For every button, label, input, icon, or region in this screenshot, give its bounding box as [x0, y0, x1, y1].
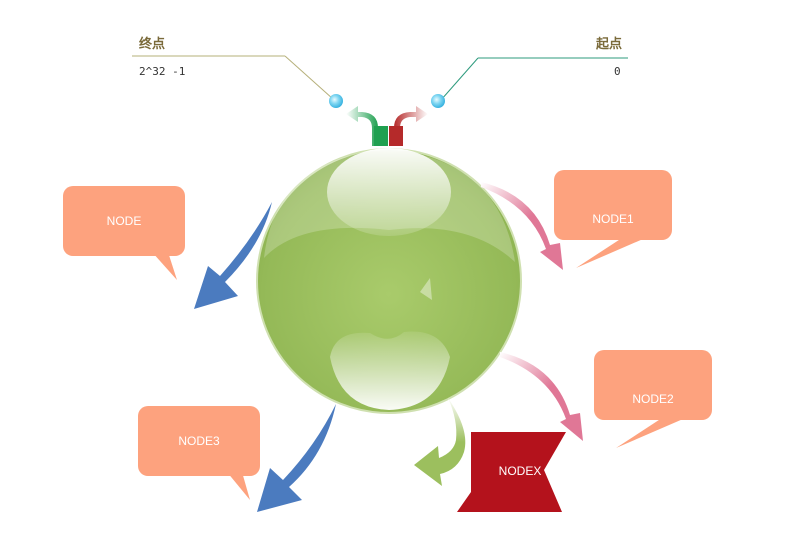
green-top-arrow — [346, 106, 388, 146]
node2-label: NODE2 — [632, 392, 674, 406]
green-arrow-to-nodex — [414, 398, 466, 486]
callout-node3 — [138, 406, 260, 500]
hash-ring-sphere — [256, 148, 522, 414]
start-point-marker — [431, 94, 445, 108]
end-point-title: 终点 — [139, 37, 166, 52]
pink-arrow-to-node2 — [500, 352, 583, 441]
callout-node2 — [594, 350, 712, 448]
node3-label: NODE3 — [178, 434, 220, 448]
callout-node — [63, 186, 185, 280]
nodex-label: NODEX — [498, 464, 542, 478]
node1-label: NODE1 — [592, 212, 634, 226]
end-point-marker — [329, 94, 343, 108]
node-label: NODE — [106, 214, 142, 228]
pink-arrow-to-node1 — [481, 182, 563, 270]
callout-node1 — [554, 170, 672, 268]
start-point-leader-line — [440, 57, 479, 101]
red-top-arrow — [389, 106, 428, 146]
nodex-shape — [457, 432, 566, 512]
end-point-leader-line — [284, 55, 334, 100]
start-point-value: 0 — [614, 65, 621, 78]
end-point-value: 2^32 -1 — [139, 65, 186, 78]
blue-arrow-to-node3 — [257, 404, 336, 512]
blue-arrow-to-node — [194, 202, 272, 309]
start-point-title: 起点 — [596, 37, 623, 52]
